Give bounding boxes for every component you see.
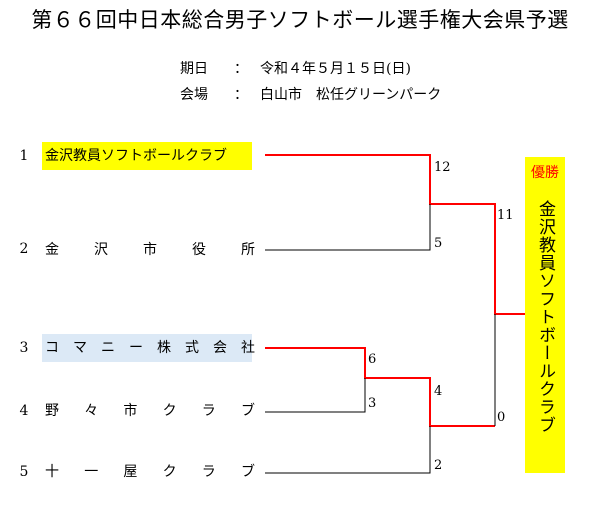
score-r2-team3: 4 — [434, 384, 443, 399]
team-name-char: ブ — [240, 464, 255, 480]
team-name-char: 沢 — [94, 242, 108, 258]
team-name-char: ク — [162, 464, 177, 480]
champion-name: 金沢教員ソフトボールクラブ — [535, 200, 555, 434]
team-name-char: 会 — [213, 340, 227, 356]
venue-label: 会場 — [180, 87, 208, 103]
team-name-char: 株 — [157, 340, 171, 356]
team-3-spread: コマニー株式会社 — [45, 334, 255, 362]
team-4-name: 野々市クラブ — [42, 397, 255, 425]
seed-5: 5 — [19, 464, 29, 480]
date-row: 期日 ： 令和４年５月１５日(日) — [180, 58, 411, 78]
team-name-char: 役 — [192, 242, 206, 258]
venue-row: 会場 ： 白山市 松任グリーンパーク — [180, 84, 441, 104]
team-1-label: 金沢教員ソフトボールクラブ — [45, 148, 227, 164]
team-4-spread: 野々市クラブ — [45, 397, 255, 425]
team-name-char: 一 — [84, 464, 99, 480]
team-5-name: 十一屋クラブ — [42, 458, 255, 486]
team-name-char: 々 — [84, 403, 99, 419]
team-name-char: ク — [162, 403, 177, 419]
seed-3: 3 — [19, 340, 29, 356]
date-value: 令和４年５月１５日(日) — [260, 61, 411, 77]
champion-label: 優勝 — [531, 165, 559, 181]
seed-1: 1 — [19, 148, 29, 164]
line-team2 — [265, 204, 431, 251]
team-name-char: ラ — [201, 403, 216, 419]
champion-box — [525, 157, 565, 473]
team-2-spread: 金沢市役所 — [45, 236, 255, 264]
team-name-char: 所 — [241, 242, 255, 258]
seed-4: 4 — [19, 403, 29, 419]
team-name-char: ニ — [101, 340, 115, 356]
score-final-bottom: 0 — [497, 410, 506, 425]
team-name-char: 野 — [45, 403, 59, 419]
team-name-char: ラ — [201, 464, 216, 480]
team-name-char: 十 — [45, 464, 59, 480]
score-r1-team2: 5 — [434, 236, 443, 251]
line-team1 — [265, 154, 527, 315]
score-r1-team3: 6 — [368, 352, 377, 367]
team-name-char: 社 — [241, 340, 255, 356]
team-name-char: 屋 — [123, 464, 138, 480]
team-2-name: 金沢市役所 — [42, 236, 255, 264]
score-final-top: 11 — [497, 208, 514, 223]
line-team5 — [265, 426, 431, 474]
line-team3 — [265, 347, 495, 427]
date-separator: ： — [234, 61, 248, 77]
team-1-name: 金沢教員ソフトボールクラブ — [42, 142, 252, 170]
page-title: 第６６回中日本総合男子ソフトボール選手権大会県予選 — [31, 8, 569, 32]
line-team4 — [265, 378, 366, 413]
date-label: 期日 — [180, 61, 208, 77]
team-name-char: ブ — [240, 403, 255, 419]
team-name-char: 市 — [123, 403, 138, 419]
team-3-name: コマニー株式会社 — [42, 334, 255, 362]
team-name-char: 式 — [185, 340, 199, 356]
venue-separator: ： — [234, 87, 248, 103]
venue-value: 白山市 松任グリーンパーク — [260, 87, 442, 103]
team-5-spread: 十一屋クラブ — [45, 458, 255, 486]
team-name-char: 金 — [45, 242, 59, 258]
seed-2: 2 — [19, 241, 29, 257]
score-r2-team5: 2 — [434, 458, 443, 473]
team-name-char: コ — [45, 340, 59, 356]
team-name-char: ー — [129, 340, 143, 356]
score-r1-team1: 12 — [434, 160, 451, 175]
team-name-char: マ — [73, 340, 87, 356]
score-r1-team4: 3 — [368, 396, 377, 411]
team-name-char: 市 — [143, 242, 157, 258]
